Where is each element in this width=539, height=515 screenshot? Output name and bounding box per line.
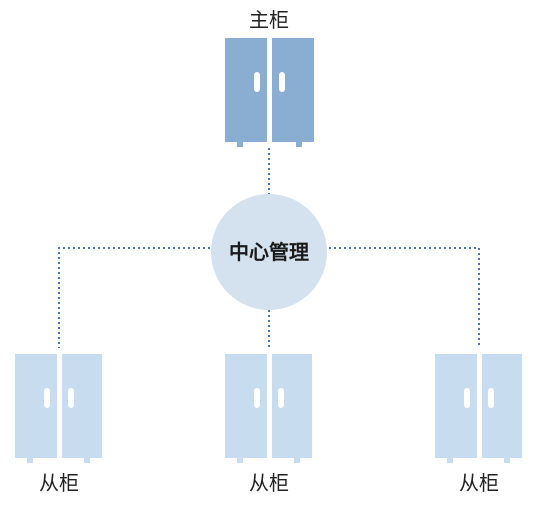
connector-left — [58, 247, 210, 348]
main-cabinet-label: 主柜 — [249, 8, 289, 32]
center-label: 中心管理 — [229, 240, 309, 264]
sub-cabinet-icon-left — [15, 354, 102, 463]
sub-cabinet-icon-middle — [225, 354, 312, 463]
sub-cabinet-label-right: 从柜 — [459, 471, 499, 495]
sub-cabinet-label-middle: 从柜 — [249, 471, 289, 495]
sub-cabinet-icon-right — [435, 354, 522, 463]
connectors — [58, 148, 480, 348]
connector-right — [329, 247, 480, 348]
main-cabinet-icon — [225, 38, 314, 147]
center-node: 中心管理 — [211, 194, 327, 310]
sub-cabinet-label-left: 从柜 — [39, 471, 79, 495]
